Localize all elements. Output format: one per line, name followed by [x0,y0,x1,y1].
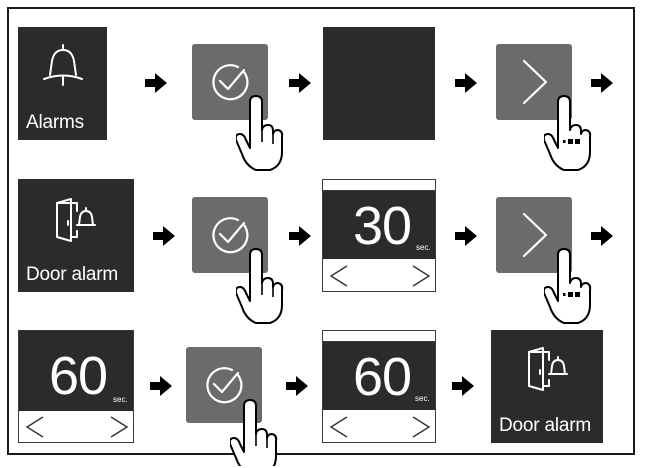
arrow-right-icon [452,376,474,396]
check-circle-icon [212,217,249,254]
check-circle-icon [206,367,243,404]
alarms-label: Alarms [26,112,84,133]
timer-display: 60 sec. [19,331,133,411]
chevron-right-icon [110,416,129,438]
arrow-right-icon [591,226,613,246]
swipe-hand-icon [544,95,592,171]
door-bell-icon [528,347,568,391]
timer-display: 30 sec. [323,191,435,259]
door-alarm-tile: Door alarm [18,179,134,292]
timer-top-bar [323,331,435,342]
timer-nav [329,416,431,438]
chevron-left-icon [329,416,348,438]
arrow-right-icon [150,376,172,396]
door-alarm-result-label: Door alarm [499,415,591,436]
arrow-right-icon [289,226,311,246]
chevron-left-icon [329,265,348,287]
chevron-right-icon [412,265,431,287]
timer-nav [25,416,129,438]
timer-unit: sec. [113,395,128,404]
blank-screen [323,27,435,140]
timer-unit: sec. [416,243,431,252]
door-alarm-label: Door alarm [26,264,118,285]
arrow-right-icon [455,73,477,93]
arrow-right-icon [289,73,311,93]
arrow-right-icon [286,376,308,396]
door-bell-icon [56,198,96,242]
bell-icon [43,44,83,86]
arrow-right-icon [591,73,613,93]
diagram-frame [7,7,635,455]
timer-value: 30 [353,196,412,256]
timer-screen: 30 sec. [322,179,436,292]
chevron-left-icon [25,416,44,438]
tap-hand-icon [236,248,284,324]
arrow-right-icon [455,226,477,246]
timer-value: 60 [49,346,108,406]
check-circle-icon [212,64,249,101]
timer-unit: sec. [415,394,430,403]
timer-top-bar [323,180,435,191]
chevron-right-icon [522,212,548,258]
swipe-hand-icon [544,248,592,324]
arrow-right-icon [153,226,175,246]
tap-hand-icon [236,95,284,171]
chevron-right-icon [522,59,548,105]
chevron-right-icon [412,416,431,438]
timer-nav [329,265,431,287]
timer-screen: 60 sec. [322,330,436,443]
timer-value: 60 [353,347,412,407]
timer-screen: 60 sec. [18,330,134,443]
timer-display: 60 sec. [323,342,435,410]
arrow-right-icon [145,73,167,93]
door-alarm-result-tile: Door alarm [491,330,603,443]
alarms-tile: Alarms [18,27,107,140]
tap-hand-icon [230,399,278,466]
